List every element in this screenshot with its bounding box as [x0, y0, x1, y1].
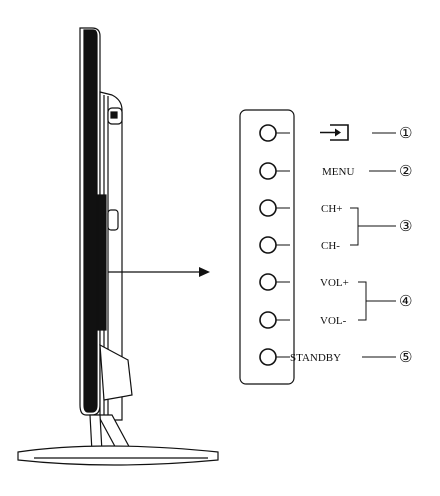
bracket-ch — [350, 208, 358, 245]
tv-bezel-inner — [84, 30, 97, 412]
input-source-icon — [320, 125, 348, 140]
vol-plus-label: VOL+ — [320, 277, 349, 289]
ch-plus-button[interactable] — [260, 200, 276, 216]
tv-bottom-block — [100, 345, 132, 400]
callout-3: ③ — [399, 217, 412, 235]
callout-4: ④ — [399, 292, 412, 310]
standby-button[interactable] — [260, 349, 276, 365]
ch-minus-label: CH- — [321, 240, 340, 252]
tv-side-profile — [18, 28, 218, 465]
tv-side-button — [108, 210, 118, 230]
callout-connectors — [350, 133, 396, 357]
standby-label: STANDBY — [290, 352, 341, 364]
callout-5: ⑤ — [399, 348, 412, 366]
vol-plus-button[interactable] — [260, 274, 276, 290]
menu-label: MENU — [322, 166, 354, 178]
callout-1: ① — [399, 124, 412, 142]
tv-top-slot — [111, 112, 117, 118]
callout-2: ② — [399, 162, 412, 180]
menu-button[interactable] — [260, 163, 276, 179]
ch-plus-label: CH+ — [321, 203, 342, 215]
pointer-arrow — [108, 267, 210, 277]
tv-rear-grille — [98, 195, 106, 330]
vol-minus-label: VOL- — [320, 315, 347, 327]
bracket-vol — [358, 282, 366, 320]
vol-minus-button[interactable] — [260, 312, 276, 328]
input-source-button[interactable] — [260, 125, 276, 141]
ch-minus-button[interactable] — [260, 237, 276, 253]
tv-stand-base — [18, 446, 218, 465]
